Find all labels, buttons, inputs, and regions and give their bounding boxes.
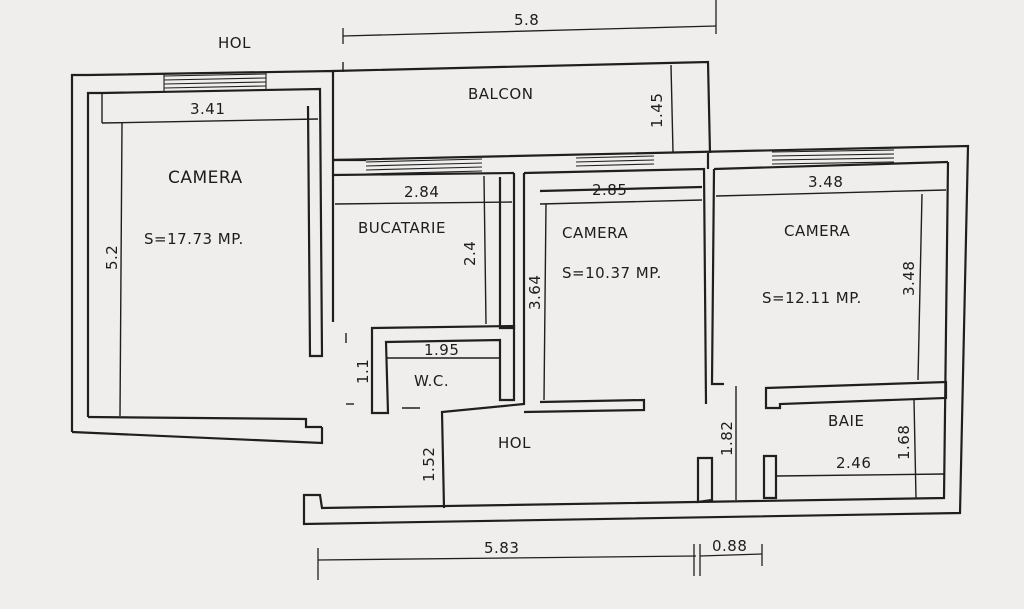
camera1-width-dimension: 3.41 <box>190 100 225 118</box>
bucatarie-height-dimension: 2.4 <box>461 241 479 266</box>
bucatarie-width-dimension: 2.84 <box>404 183 439 201</box>
camera2-height-dimension: 3.64 <box>526 275 544 310</box>
wc-label: W.C. <box>414 372 449 390</box>
balcon-label: BALCON <box>468 85 533 103</box>
kitchen-walls <box>331 173 516 343</box>
balcon-depth-dimension: 1.45 <box>648 93 666 128</box>
right-room-window <box>771 149 895 165</box>
camera1-area: S=17.73 MP. <box>144 230 244 248</box>
bottom-dimension-lines <box>317 544 763 580</box>
wc-walls <box>346 324 516 415</box>
camera3-height-dimension: 3.48 <box>900 261 918 296</box>
camera2-area: S=10.37 MP. <box>562 264 662 282</box>
bottom-right-dimension: 0.88 <box>712 537 747 555</box>
camera2-label: CAMERA <box>562 224 628 242</box>
middle-room-walls <box>440 167 708 509</box>
right-room-walls <box>710 160 949 410</box>
bucatarie-label: BUCATARIE <box>358 219 446 237</box>
camera3-width-dimension: 3.48 <box>808 173 843 191</box>
kitchen-window <box>365 158 483 175</box>
baie-width-dimension: 2.46 <box>836 454 871 472</box>
camera3-area: S=12.11 MP. <box>762 289 862 307</box>
bathroom-walls <box>775 399 945 499</box>
baie-label: BAIE <box>828 412 864 430</box>
hol-top-label: HOL <box>218 34 251 52</box>
passage-height-dimension: 1.82 <box>718 421 736 456</box>
middle-room-window <box>575 155 655 167</box>
hol-bottom-label: HOL <box>498 434 531 452</box>
camera1-label: CAMERA <box>168 168 243 188</box>
camera1-height-dimension: 5.2 <box>103 245 121 270</box>
wc-height-dimension: 1.1 <box>354 359 372 384</box>
baie-height-dimension: 1.68 <box>895 425 913 460</box>
camera3-label: CAMERA <box>784 222 850 240</box>
left-room-walls <box>70 69 335 445</box>
passage-walls <box>696 386 778 504</box>
camera2-width-dimension: 2.85 <box>592 181 627 199</box>
left-room-window <box>163 72 267 92</box>
bottom-left-dimension: 5.83 <box>484 539 519 557</box>
wc-width-dimension: 1.95 <box>424 341 459 359</box>
top-overall-dimension: 5.8 <box>514 11 539 29</box>
top-dimension-line <box>342 0 717 44</box>
hol-height-dimension: 1.52 <box>420 447 438 482</box>
